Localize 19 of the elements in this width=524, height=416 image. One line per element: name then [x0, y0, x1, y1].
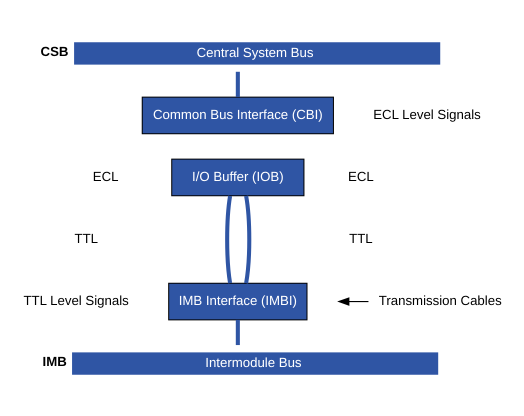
arrow: [336, 296, 368, 306]
label: TTL: [74, 230, 98, 246]
node-box: IMB Interface (IMBI): [168, 282, 307, 320]
connector: [224, 195, 232, 283]
label: ECL: [92, 168, 118, 184]
label: ECL Level Signals: [372, 106, 480, 122]
node-box: I/O Buffer (IOB): [170, 158, 304, 196]
node-box: Intermodule Bus: [72, 352, 438, 374]
label: TTL Level Signals: [22, 292, 128, 308]
connector: [235, 319, 240, 345]
connector: [244, 195, 251, 283]
label: ECL: [348, 168, 374, 184]
node-text: Transmission Cables: [378, 292, 502, 308]
node-label: IMB: [42, 354, 66, 369]
node-box: Common Bus Interface (CBI): [141, 96, 334, 134]
node-box: Central System Bus: [74, 42, 440, 64]
label: TTL: [348, 230, 372, 246]
connector: [235, 71, 240, 96]
node-label: CSB: [40, 43, 68, 58]
